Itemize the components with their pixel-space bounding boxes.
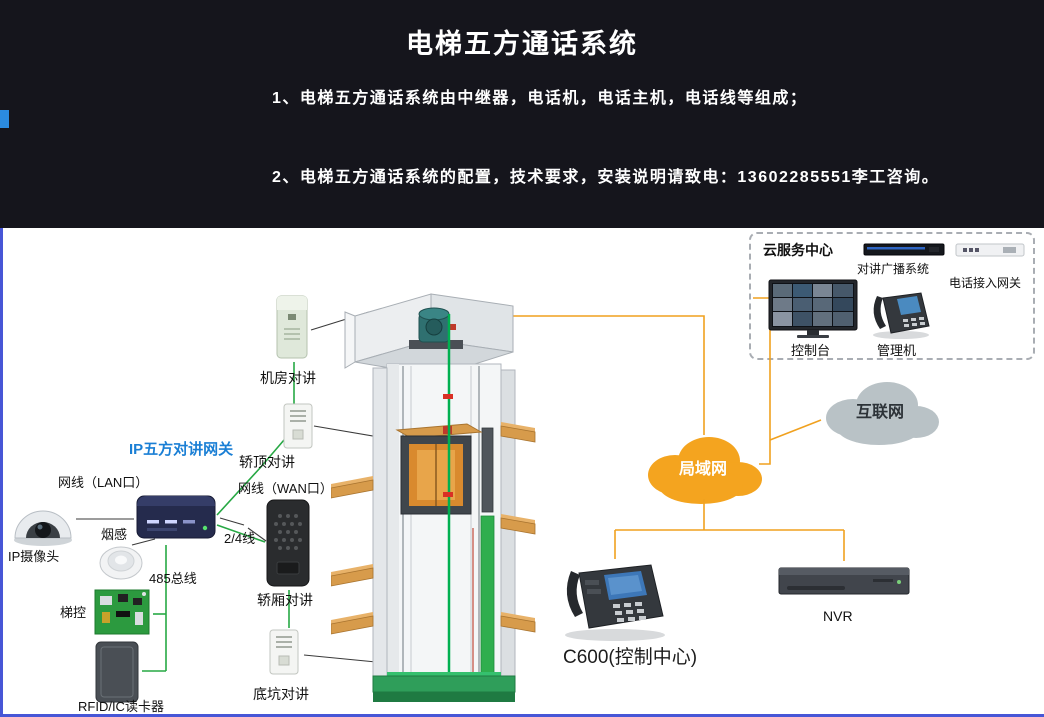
machine-room-intercom-label: 机房对讲 [260, 370, 316, 386]
header-line-1: 1、电梯五方通话系统由中继器，电话机，电话主机，电话线等组成； [272, 90, 808, 107]
elevator-control-label: 梯控 [60, 605, 87, 620]
rfid-reader-label: RFID/IC读卡器 [78, 699, 164, 714]
lan-label: 局域网 [678, 461, 727, 478]
c600-label: C600(控制中心) [563, 647, 698, 668]
elevator-shaft-graphic [331, 293, 536, 702]
nvr-label: NVR [823, 608, 853, 624]
broadcast-system-label: 对讲广播系统 [857, 262, 930, 276]
console-label: 控制台 [791, 343, 831, 358]
phone-access-gateway-label: 电话接入网关 [949, 276, 1022, 290]
c600-phone-graphic [565, 564, 665, 641]
cloud-center-label: 云服务中心 [763, 242, 833, 258]
smoke-sensor-graphic [99, 546, 143, 580]
car-top-intercom-graphic [283, 403, 313, 449]
management-phone-graphic [873, 292, 930, 339]
header-line-2: 2、电梯五方通话系统的配置，技术要求，安装说明请致电：13602285551李工… [272, 169, 940, 186]
internet-cloud-graphic [826, 382, 939, 445]
page-title: 电梯五方通话系统 [406, 29, 638, 59]
wan-cable-label: 网线（WAN口） [238, 481, 333, 496]
internet-cloud: 互联网 [813, 368, 947, 452]
bus-485-label: 485总线 [149, 571, 197, 586]
car-intercom-graphic [266, 499, 310, 587]
car-intercom-label: 轿厢对讲 [257, 592, 313, 608]
smoke-sensor-label: 烟感 [101, 527, 128, 542]
lan-cable-label: 网线（LAN口） [58, 475, 149, 490]
machine-room-intercom-graphic [276, 295, 308, 359]
car-top-intercom-label: 轿顶对讲 [239, 454, 295, 470]
lan-cloud-graphic [648, 437, 762, 504]
broadcast-server-graphic [863, 243, 945, 256]
phone-access-gateway-graphic [955, 243, 1025, 257]
internet-label: 互联网 [855, 404, 904, 421]
lan-cloud: 局域网 [637, 422, 769, 512]
pit-intercom-graphic [269, 629, 299, 675]
wire-24-label: 2/4线 [224, 531, 256, 546]
elevator-control-board-graphic [94, 589, 150, 635]
ip-camera-label: IP摄像头 [8, 549, 60, 564]
rfid-reader-graphic [95, 641, 139, 703]
header: 电梯五方通话系统 1、电梯五方通话系统由中继器，电话机，电话主机，电话线等组成；… [0, 0, 1044, 228]
system-diagram: IP摄像头 烟感 485总线 梯控 RFID/IC读卡器 IP五方对讲网关 网线… [0, 228, 1044, 717]
ip-gateway-graphic [136, 495, 216, 539]
cloud-service-center-panel: 云服务中心 对讲广播系统 电话接入网关 [749, 232, 1035, 360]
ip-gateway-label: IP五方对讲网关 [129, 441, 234, 458]
nvr-graphic [778, 567, 910, 595]
left-edge-accent [0, 110, 9, 128]
ip-camera-graphic [14, 510, 72, 546]
pit-intercom-label: 底坑对讲 [253, 686, 309, 702]
console-monitor-graphic [768, 279, 858, 338]
management-phone-label: 管理机 [877, 343, 917, 358]
